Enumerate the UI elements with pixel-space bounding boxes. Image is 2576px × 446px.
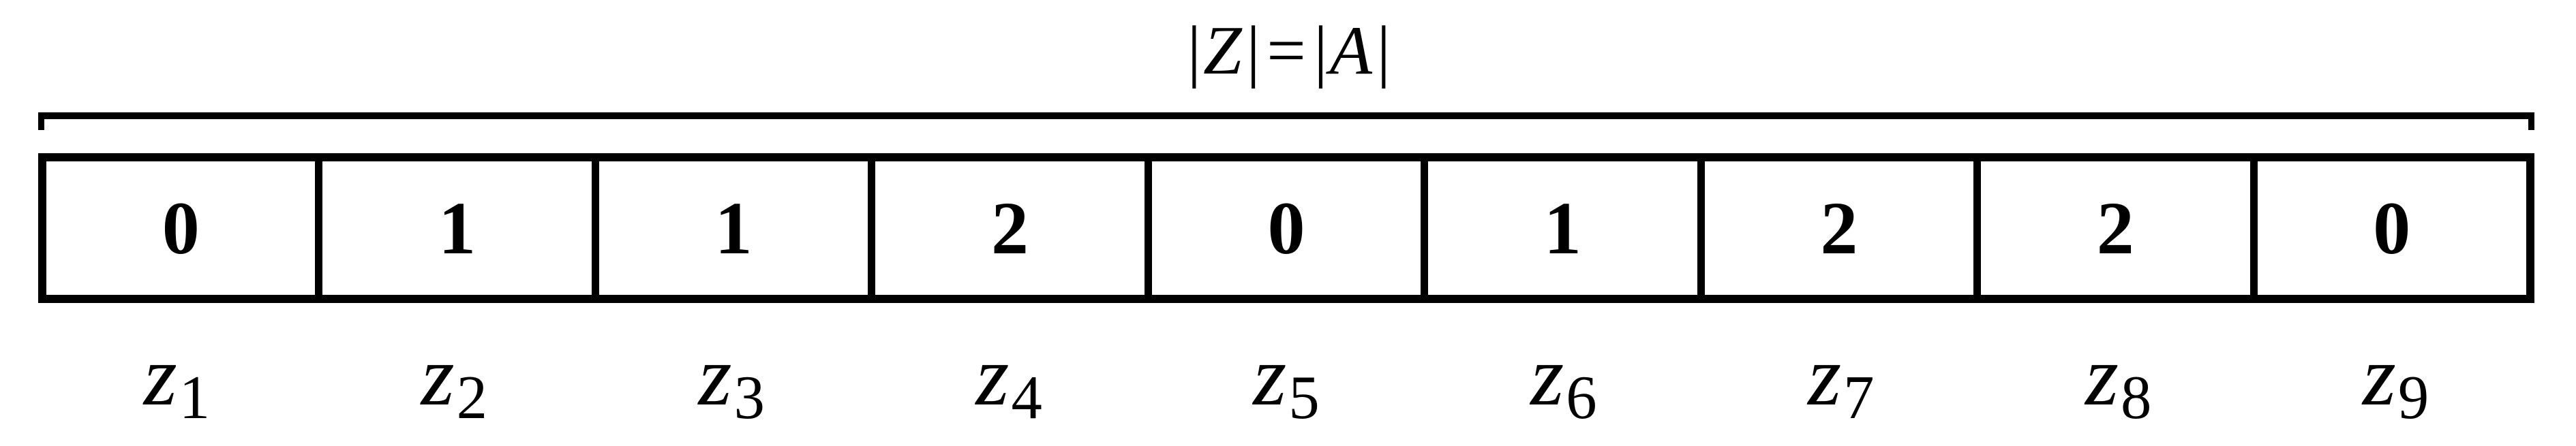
label-subscript: 1	[179, 362, 211, 432]
array-cell-3: 1	[599, 161, 876, 295]
label-base: z	[1530, 329, 1564, 424]
array-cell-8: 2	[1981, 161, 2258, 295]
cell-value: 0	[2373, 187, 2411, 270]
cell-value: 0	[1267, 187, 1305, 270]
cell-value: 1	[714, 187, 753, 270]
cell-value: 2	[1820, 187, 1858, 270]
label-base: z	[143, 329, 177, 424]
index-label-2: z2	[316, 334, 593, 429]
index-label-9: z9	[2257, 334, 2534, 429]
array-cell-5: 0	[1152, 161, 1429, 295]
label-subscript: 3	[733, 362, 765, 432]
label-base: z	[2085, 329, 2119, 424]
array-box: 0 1 1 2 0 1 2 2 0	[38, 153, 2534, 303]
label-base: z	[975, 329, 1010, 424]
label-base: z	[421, 329, 455, 424]
label-subscript: 8	[2121, 362, 2152, 432]
cell-value: 1	[438, 187, 476, 270]
label-base: z	[1253, 329, 1287, 424]
array-cell-6: 1	[1428, 161, 1705, 295]
index-label-7: z7	[1702, 334, 1980, 429]
label-base: z	[698, 329, 732, 424]
top-bracket	[38, 112, 2534, 130]
array-cell-9: 0	[2258, 161, 2526, 295]
array-cell-4: 2	[875, 161, 1152, 295]
label-subscript: 5	[1288, 362, 1320, 432]
array-cell-7: 2	[1705, 161, 1982, 295]
index-label-5: z5	[1148, 334, 1425, 429]
cell-value: 0	[162, 187, 200, 270]
array-cell-2: 1	[322, 161, 599, 295]
label-subscript: 9	[2397, 362, 2429, 432]
index-label-6: z6	[1425, 334, 1702, 429]
label-subscript: 4	[1011, 362, 1042, 432]
bracket-caption: |Z|=|A|	[1183, 12, 1393, 89]
label-subscript: 6	[1566, 362, 1597, 432]
label-base: z	[1808, 329, 1842, 424]
label-base: z	[2362, 329, 2396, 424]
cell-value: 2	[991, 187, 1029, 270]
index-label-3: z3	[593, 334, 870, 429]
cell-value: 2	[2096, 187, 2134, 270]
index-label-8: z8	[1980, 334, 2257, 429]
index-label-row: z1 z2 z3 z4 z5 z6 z7 z8 z9	[38, 334, 2534, 429]
label-subscript: 2	[456, 362, 488, 432]
cell-value: 1	[1543, 187, 1581, 270]
index-label-1: z1	[38, 334, 316, 429]
array-cell-1: 0	[46, 161, 323, 295]
index-label-4: z4	[870, 334, 1148, 429]
label-subscript: 7	[1843, 362, 1875, 432]
